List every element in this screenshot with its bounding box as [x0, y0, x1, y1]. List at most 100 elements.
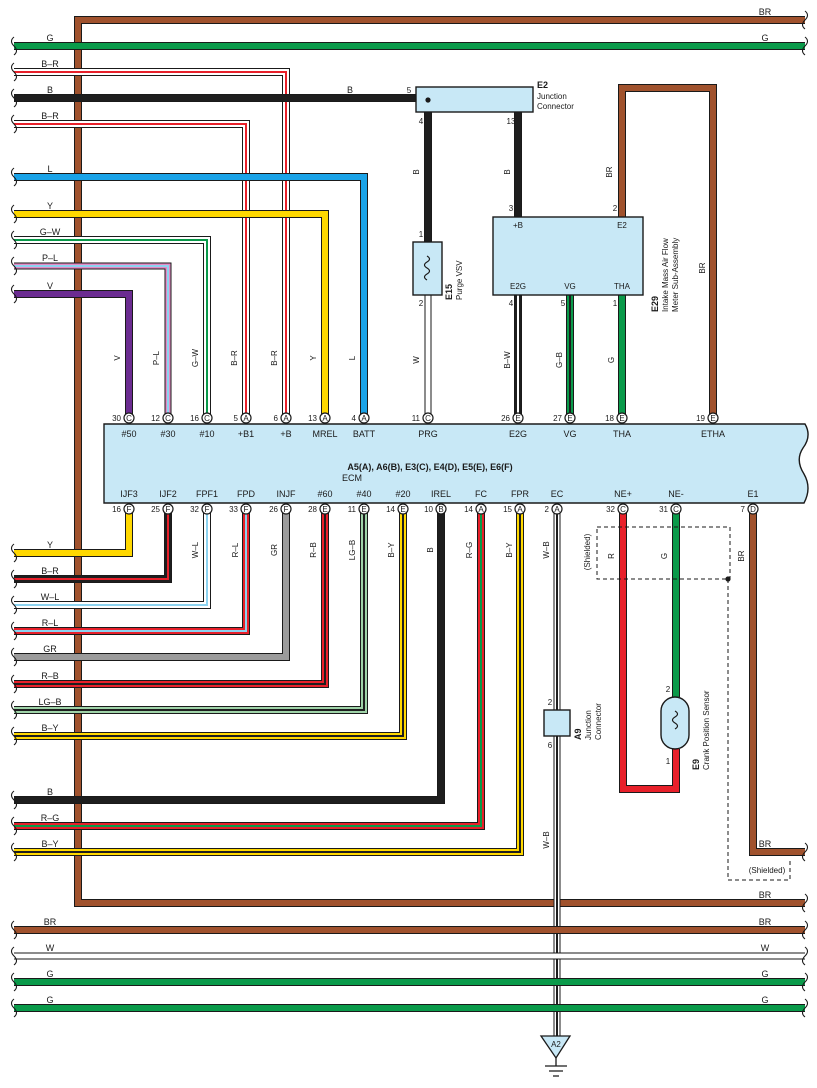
a9-code: A9 — [573, 728, 583, 740]
a9-pin-bot: 6 — [548, 741, 553, 750]
wire-l — [14, 173, 368, 418]
pin-number: 31 — [659, 505, 668, 514]
wire-br-b2 — [14, 120, 250, 418]
label-lg-b-vert: LG–B — [348, 540, 357, 560]
pin-number: 4 — [352, 414, 357, 423]
e2-line2: Connector — [537, 102, 574, 111]
ecm-pin-#20: E14 — [386, 503, 409, 515]
e29-t-vg: VG — [564, 282, 576, 291]
ecm-pin-+B1: A5 — [234, 412, 252, 424]
pin-number: 12 — [151, 414, 160, 423]
wire-break-mark — [10, 647, 18, 667]
ecm-terminal-E1: E1 — [747, 489, 758, 499]
ecm-terminal-VG: VG — [563, 429, 576, 439]
e15-name: Purge VSV — [455, 260, 464, 300]
pin-connector-letter: A — [554, 505, 560, 514]
ecm-terminal-FPR: FPR — [511, 489, 530, 499]
wire-b-y-20 — [14, 509, 407, 740]
label-y-mrel: Y — [47, 201, 53, 211]
wire-break-mark — [10, 284, 18, 304]
label-v: V — [47, 281, 53, 291]
label-br-e1-h: BR — [759, 839, 772, 849]
ecm-pin-EC: A2 — [545, 503, 563, 515]
pin-connector-letter: E — [619, 414, 624, 423]
a9-junction-connector — [543, 709, 571, 737]
label-p-l: P–L — [42, 253, 58, 263]
ecm-pin-PRG: C11 — [412, 412, 434, 424]
wire-r-l — [14, 509, 250, 635]
wire-gr — [14, 509, 290, 661]
ecm-terminal-THA: THA — [613, 429, 631, 439]
label-b-w-e2g: B–W — [503, 351, 512, 369]
ecm-terminal-INJF: INJF — [277, 489, 297, 499]
shield-box-ne — [596, 526, 731, 580]
wire-br-e2 — [618, 84, 717, 418]
junction-dot — [425, 97, 431, 103]
pin-connector-letter: A — [361, 414, 367, 423]
ecm-terminal-IJF3: IJF3 — [120, 489, 138, 499]
e2-pin-b: 13 — [507, 117, 516, 126]
ecm-terminal-IJF2: IJF2 — [159, 489, 177, 499]
label-w-bottom-r: W — [761, 943, 770, 953]
ecm-terminal-#50: #50 — [121, 429, 136, 439]
pin-connector-letter: F — [284, 505, 289, 514]
vsv-coil-icon — [423, 255, 431, 281]
label-r-b: R–B — [41, 671, 59, 681]
ecm-terminal-NE+: NE+ — [614, 489, 632, 499]
wire-br-top — [74, 16, 805, 907]
label-b-r-ijf2: B–R — [41, 566, 59, 576]
pin-connector-letter: B — [438, 505, 443, 514]
wire-y-mrel — [14, 210, 329, 418]
ecm-pin-FPR: A15 — [503, 503, 526, 515]
ecm-title: A5(A), A6(B), E3(C), E4(D), E5(E), E6(F) — [347, 462, 512, 472]
label-br-e1: BR — [737, 550, 746, 561]
ecm-subtitle: ECM — [342, 473, 362, 483]
label-g-w: G–W — [40, 227, 61, 237]
label-w-b-2: W–B — [542, 831, 551, 848]
pin-connector-letter: F — [166, 505, 171, 514]
e29-pin-b: 3 — [509, 204, 514, 213]
label-gr-vert: GR — [270, 544, 279, 556]
wire-break-mark — [801, 920, 809, 940]
pin-number: 26 — [501, 414, 510, 423]
ecm-pin-BATT: A4 — [352, 412, 370, 424]
label-lg-b: LG–B — [38, 697, 61, 707]
wire-break-mark — [10, 114, 18, 134]
a9-line2: Connector — [594, 703, 603, 740]
pin-number: 14 — [386, 505, 395, 514]
ecm-terminal-+B: +B — [280, 429, 291, 439]
components-layer — [103, 86, 809, 1077]
pin-number: 19 — [696, 414, 705, 423]
pin-connector-letter: E — [361, 505, 366, 514]
e2-pin-a: 4 — [419, 117, 424, 126]
pin-number: 11 — [348, 505, 357, 514]
ecm-pin-E2G: E26 — [501, 412, 524, 424]
ecm-terminal-NE-: NE- — [668, 489, 684, 499]
e29-pin-tha: 1 — [613, 299, 618, 308]
wire-break-mark — [801, 10, 809, 30]
ground-code: A2 — [551, 1040, 561, 1049]
label-br-e2: BR — [605, 166, 614, 177]
wire-break-mark — [801, 842, 809, 862]
ecm-terminal-#30: #30 — [160, 429, 175, 439]
ecm-pin-#40: E 11 — [348, 503, 370, 515]
pin-connector-letter: C — [126, 414, 132, 423]
label-l: L — [47, 164, 52, 174]
label-g-bottom-2-l: G — [46, 995, 53, 1005]
pin-connector-letter: E — [567, 414, 572, 423]
label-b-y-fpr: B–Y — [41, 839, 58, 849]
wire-b-y-fpr — [14, 509, 524, 856]
wire-br-b1 — [14, 68, 290, 418]
label-w-l-vert: W–L — [191, 541, 200, 558]
sensor-coil-icon — [671, 710, 679, 730]
ecm-terminal-#60: #60 — [317, 489, 332, 499]
pin-connector-letter: E — [322, 505, 327, 514]
label-b-main-left: B — [47, 85, 53, 95]
label-r-ne: R — [607, 553, 616, 559]
a9-line1: Junction — [584, 710, 593, 740]
pin-number: 32 — [190, 505, 199, 514]
wire-break-mark — [10, 595, 18, 615]
ecm-box — [103, 423, 809, 504]
wire-break-mark — [10, 621, 18, 641]
